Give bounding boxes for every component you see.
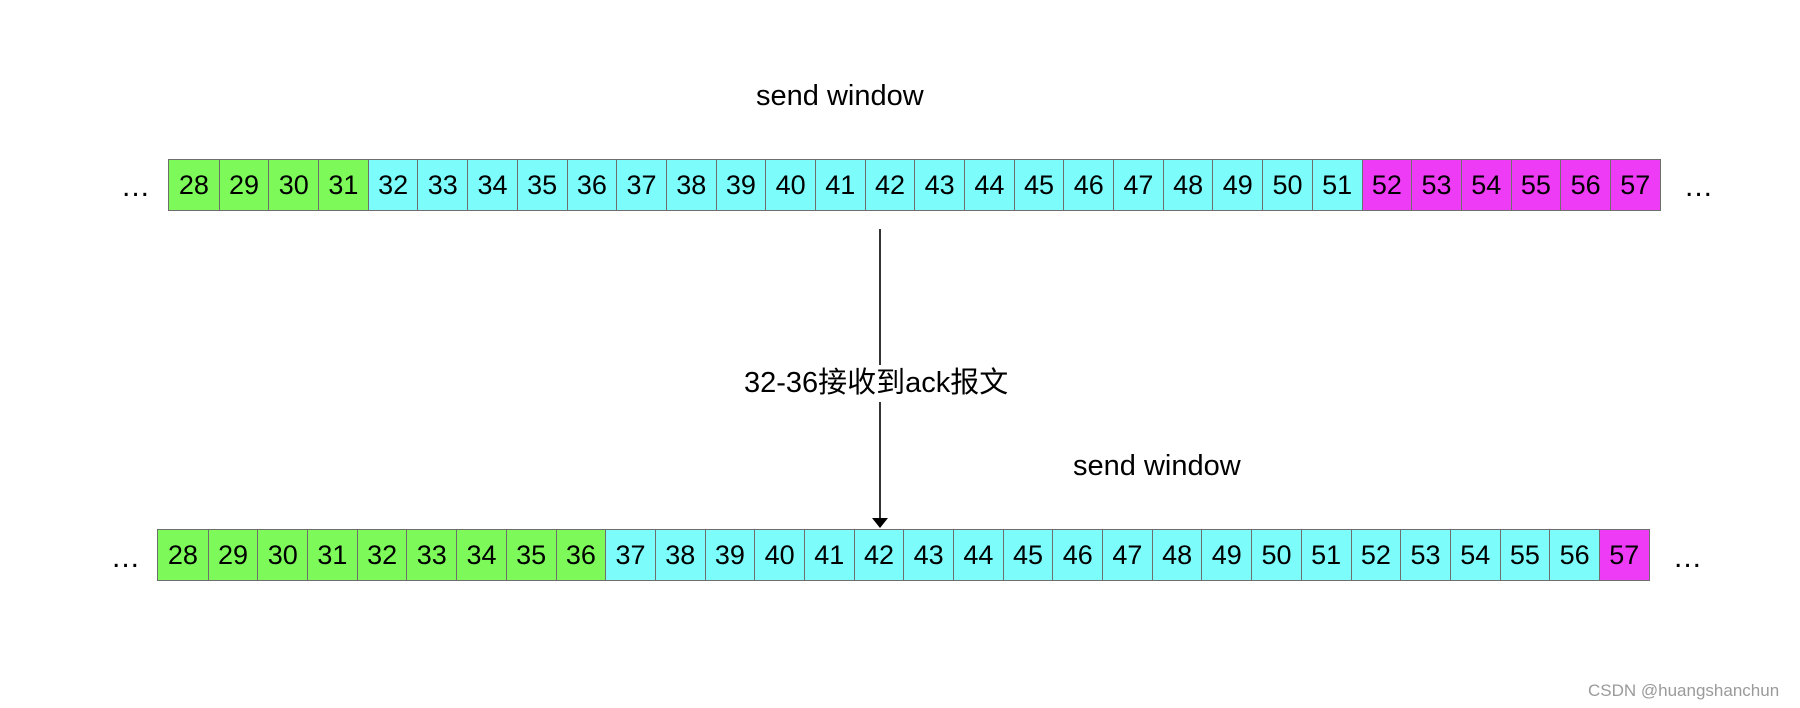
sequence-cell: 36 [566, 160, 617, 210]
sequence-cell: 45 [1002, 530, 1053, 580]
sequence-cell: 54 [1460, 160, 1511, 210]
sequence-cell: 42 [853, 530, 904, 580]
sequence-cell: 42 [864, 160, 915, 210]
sequence-cell: 48 [1162, 160, 1213, 210]
sequence-cell: 41 [814, 160, 865, 210]
sequence-cell: 37 [605, 530, 655, 580]
sequence-cell: 46 [1063, 160, 1114, 210]
sequence-cell: 39 [715, 160, 766, 210]
sequence-cell: 50 [1262, 160, 1312, 210]
sequence-cell: 33 [406, 530, 457, 580]
bottom-left-ellipsis: ... [112, 541, 141, 574]
sequence-cell: 57 [1609, 160, 1660, 210]
sequence-cell: 31 [307, 530, 357, 580]
sequence-cell: 38 [665, 160, 716, 210]
sequence-cell: 35 [505, 530, 556, 580]
sequence-cell: 49 [1212, 160, 1263, 210]
sequence-cell: 50 [1251, 530, 1301, 580]
sequence-cell: 43 [903, 530, 953, 580]
sequence-cell: 52 [1361, 160, 1412, 210]
sequence-cell: 32 [356, 530, 407, 580]
sequence-cell: 41 [803, 530, 854, 580]
sequence-cell: 31 [318, 160, 368, 210]
sequence-cell: 45 [1013, 160, 1064, 210]
sequence-cell: 29 [207, 530, 258, 580]
sequence-cell: 54 [1449, 530, 1500, 580]
sequence-cell: 36 [555, 530, 606, 580]
sequence-cell: 33 [417, 160, 468, 210]
sequence-cell: 56 [1549, 530, 1599, 580]
bottom-right-ellipsis: ... [1674, 541, 1703, 574]
sequence-cell: 55 [1499, 530, 1550, 580]
sequence-cell: 47 [1102, 530, 1152, 580]
sequence-cell: 52 [1350, 530, 1401, 580]
ack-received-label: 32-36接收到ack报文 [744, 365, 1009, 402]
sequence-cell: 28 [158, 530, 208, 580]
sequence-cell: 51 [1300, 530, 1351, 580]
sequence-cell: 48 [1151, 530, 1202, 580]
sequence-cell: 28 [169, 160, 219, 210]
sequence-cell: 43 [914, 160, 964, 210]
sequence-cell: 34 [467, 160, 517, 210]
bottom-send-window-label: send window [1073, 450, 1241, 482]
sequence-cell: 37 [616, 160, 666, 210]
sequence-cell: 57 [1598, 530, 1649, 580]
sequence-cell: 32 [367, 160, 418, 210]
top-right-ellipsis: ... [1685, 170, 1714, 203]
sequence-cell: 56 [1560, 160, 1610, 210]
sequence-cell: 35 [516, 160, 567, 210]
sequence-cell: 51 [1311, 160, 1362, 210]
sequence-cell: 47 [1113, 160, 1163, 210]
top-send-window-label: send window [756, 80, 924, 112]
sequence-cell: 40 [754, 530, 804, 580]
sequence-cell: 46 [1052, 530, 1103, 580]
sequence-cell: 53 [1400, 530, 1450, 580]
top-left-ellipsis: ... [122, 170, 151, 203]
sequence-cell: 29 [218, 160, 269, 210]
sequence-cell: 53 [1411, 160, 1461, 210]
sequence-cell: 40 [765, 160, 815, 210]
sequence-cell: 55 [1510, 160, 1561, 210]
sequence-cell: 30 [268, 160, 319, 210]
sequence-cell: 44 [953, 530, 1003, 580]
sequence-cell: 30 [257, 530, 308, 580]
sequence-cell: 44 [964, 160, 1014, 210]
sequence-cell: 39 [704, 530, 755, 580]
sequence-cell: 34 [456, 530, 506, 580]
sequence-cell: 38 [654, 530, 705, 580]
watermark: CSDN @huangshanchun [1588, 681, 1780, 700]
sequence-cell: 49 [1201, 530, 1252, 580]
